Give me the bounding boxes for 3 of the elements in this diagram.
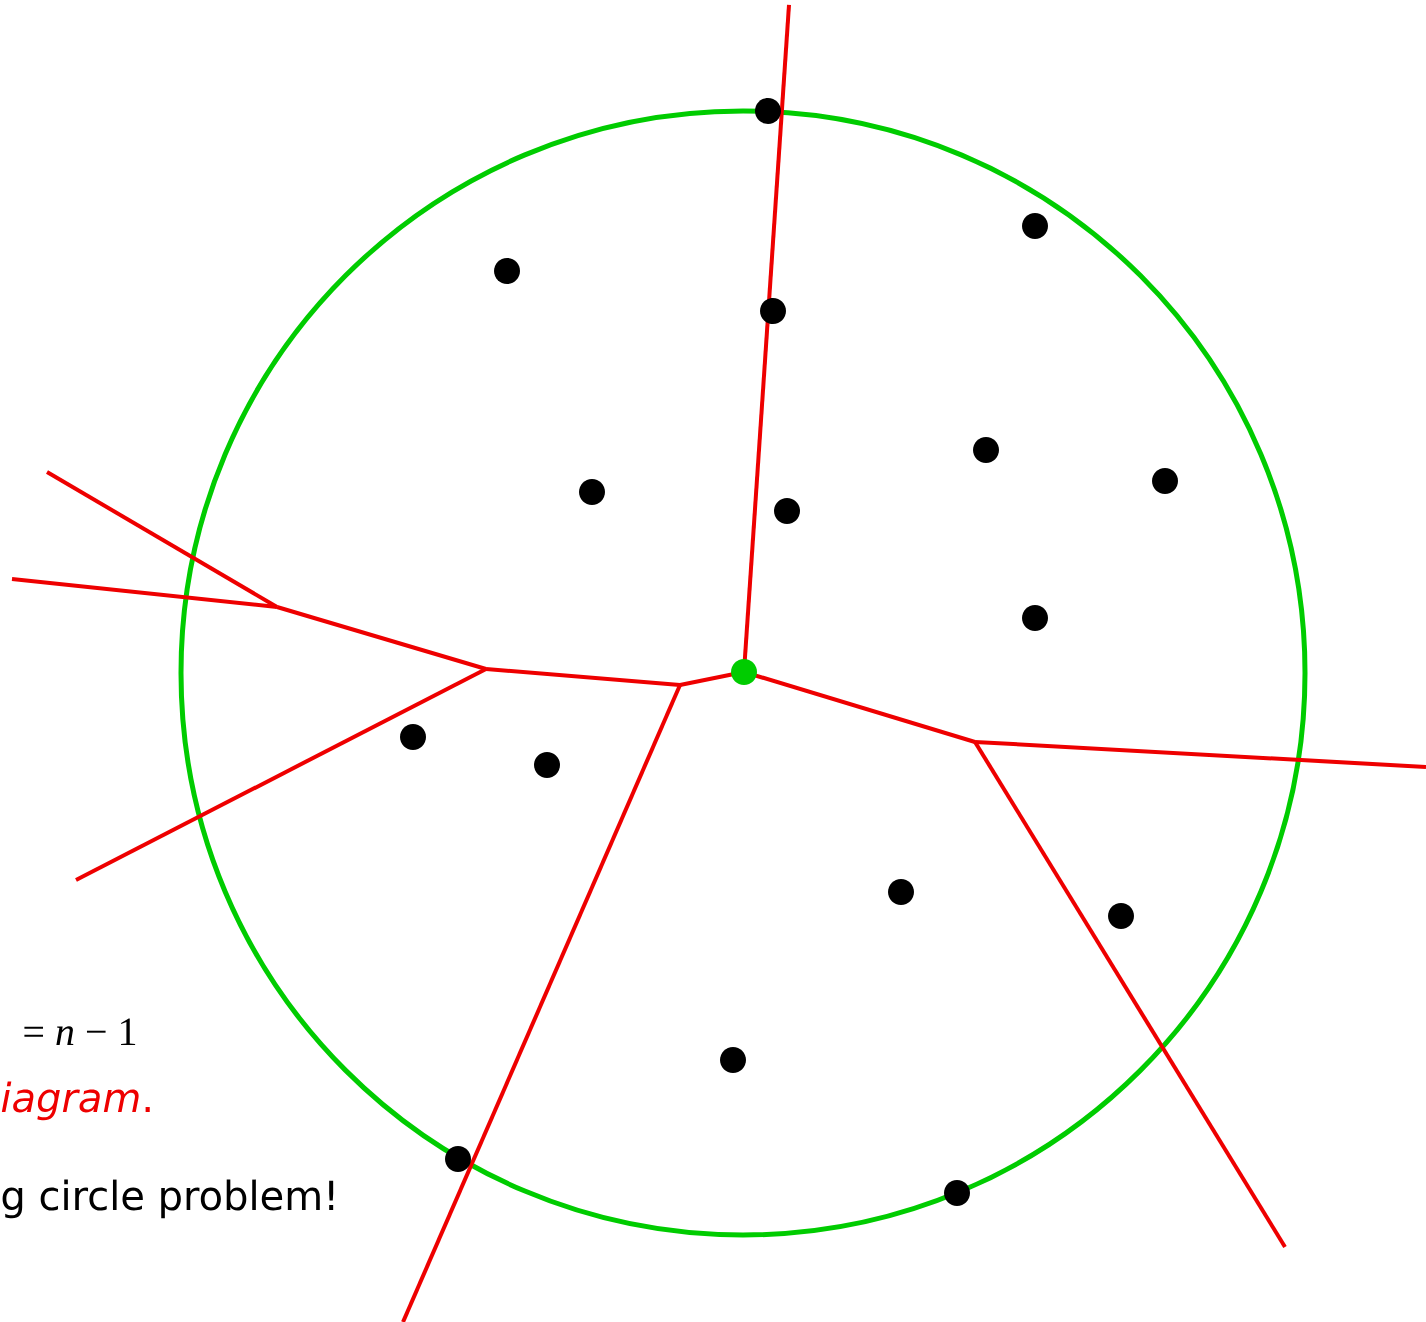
text-line: = n − 1 <box>24 1018 136 1045</box>
text-line: iagram. <box>1 1081 150 1121</box>
text-line: g circle problem! <box>2 1179 334 1219</box>
